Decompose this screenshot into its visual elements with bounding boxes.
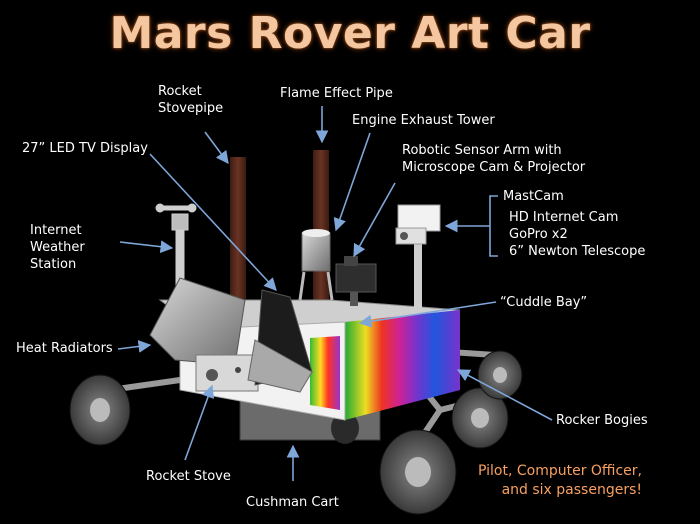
wheel-front-left <box>69 374 131 446</box>
rainbow-front-accent <box>310 336 340 410</box>
label-robotic-sensor-arm: Robotic Sensor Arm with Microscope Cam &… <box>402 143 586 175</box>
mastcam <box>395 204 441 310</box>
weather-station <box>155 203 197 299</box>
crew-note: Pilot, Computer Officer, and six passeng… <box>478 463 642 498</box>
mastcam-bracket <box>446 195 498 257</box>
label-rocket-stovepipe: Rocket Stovepipe <box>158 84 224 116</box>
label-cushman-cart: Cushman Cart <box>246 495 339 510</box>
label-mastcam: MastCam <box>503 189 564 204</box>
heat-radiator-panel <box>149 277 246 366</box>
rocket-stove-unit <box>195 354 259 392</box>
label-flame-effect-pipe: Flame Effect Pipe <box>280 86 393 101</box>
callout-arrows <box>117 106 553 481</box>
label-rocket-stove: Rocket Stove <box>146 469 231 484</box>
label-led-tv-display: 27” LED TV Display <box>22 141 148 156</box>
flame-effect-pipe <box>313 150 329 300</box>
diagram-title: Mars Rover Art Car <box>109 8 591 59</box>
engine-exhaust-tower <box>298 229 334 301</box>
label-heat-radiators: Heat Radiators <box>16 341 113 356</box>
label-cuddle-bay: “Cuddle Bay” <box>500 295 588 310</box>
led-tv-frame <box>247 339 313 393</box>
label-mastcam-items: HD Internet Cam GoPro x2 6” Newton Teles… <box>509 210 646 259</box>
robotic-sensor-arm <box>335 256 377 306</box>
rainbow-side-panel <box>345 310 460 420</box>
wheel-front-right <box>379 429 457 515</box>
label-rocker-bogies: Rocker Bogies <box>556 413 648 428</box>
label-engine-exhaust-tower: Engine Exhaust Tower <box>352 113 495 128</box>
label-internet-weather-station: Internet Weather Station <box>30 223 85 272</box>
wheel-middle-right <box>451 387 509 449</box>
wheel-center-rear <box>331 412 359 444</box>
rocket-stovepipe <box>230 157 246 307</box>
